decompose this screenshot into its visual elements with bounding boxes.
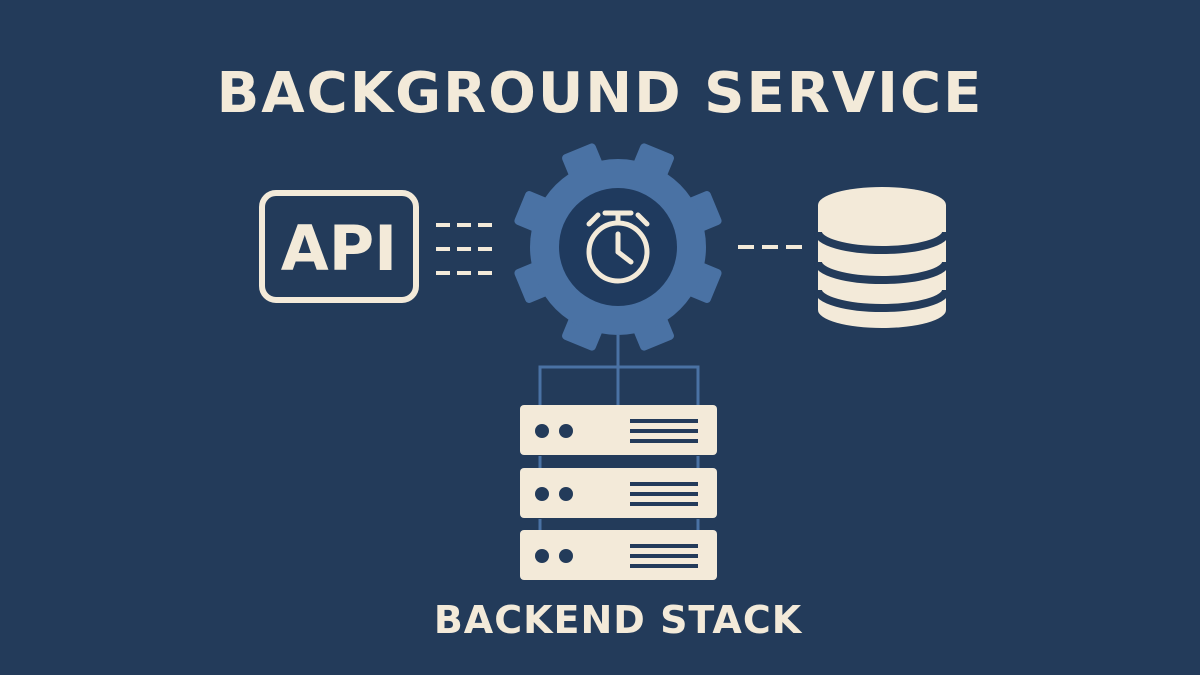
- database-icon: [814, 187, 950, 328]
- api-box-icon: API: [259, 190, 419, 303]
- server-led: [559, 487, 573, 501]
- api-label: API: [281, 212, 398, 285]
- server-unit: [520, 405, 717, 455]
- server-unit: [520, 530, 717, 580]
- server-led: [535, 487, 549, 501]
- server-led: [559, 424, 573, 438]
- server-led: [559, 549, 573, 563]
- diagram-title: BACKGROUND SERVICE: [216, 61, 984, 126]
- diagram-footer-label: BACKEND STACK: [433, 598, 803, 642]
- stopwatch-icon: [586, 210, 650, 284]
- api-connector-lines: [436, 223, 498, 275]
- server-led: [535, 549, 549, 563]
- server-unit: [520, 468, 717, 518]
- server-connector-lines: [538, 335, 700, 530]
- server-rack-icon: [520, 405, 717, 580]
- server-led: [535, 424, 549, 438]
